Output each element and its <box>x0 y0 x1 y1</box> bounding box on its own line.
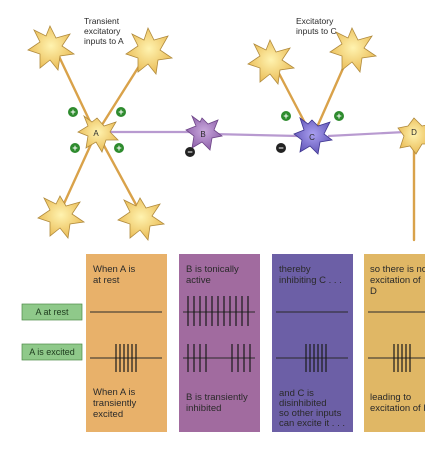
plus-sign-a-tl: + <box>68 107 78 117</box>
minus-sign-b: − <box>185 147 195 157</box>
svg-text:and C is disinhibited: and C is disinhibited so other inputs ca… <box>279 388 345 429</box>
minus-sign-c: − <box>276 143 286 153</box>
axon-c-to-d <box>327 130 406 138</box>
plus-sign-a-br: + <box>114 143 124 153</box>
svg-text:+: + <box>70 107 75 117</box>
neuron-d-label: D <box>411 128 417 137</box>
neuron-a-label: A <box>93 129 99 138</box>
synapse-signs: + + + + − + + − <box>68 107 344 157</box>
svg-text:A is excited: A is excited <box>29 347 75 357</box>
panel-col-4: so there is no excitation of D leading t… <box>364 254 425 432</box>
inhibitory-axons <box>108 130 406 138</box>
svg-text:B is transiently inhibit: B is transiently inhibited <box>186 392 250 414</box>
axon-tl-to-a <box>53 46 95 130</box>
spikes-excited-col4 <box>393 344 411 372</box>
neuron-input-c1 <box>247 39 296 85</box>
neuron-input-bl <box>37 195 86 239</box>
neuron-input-tr <box>125 26 174 75</box>
svg-text:+: + <box>72 143 77 153</box>
svg-text:leading to excitation of: leading to excitation of D <box>370 392 425 414</box>
spikes-excited-col2 <box>187 344 251 372</box>
trace-baselines <box>90 311 425 359</box>
row-label-rest: A at rest <box>21 303 83 321</box>
svg-text:+: + <box>116 143 121 153</box>
svg-text:+: + <box>336 111 341 121</box>
neuron-c: C <box>293 116 333 155</box>
spikes-excited-col1 <box>115 344 137 372</box>
neuron-a: A <box>77 114 119 153</box>
axons <box>53 46 416 242</box>
neuron-b-label: B <box>200 130 205 139</box>
neuron-c-label: C <box>309 133 315 142</box>
neuron-d: D <box>397 117 425 155</box>
axon-b-to-c <box>211 132 299 138</box>
input-neurons <box>27 25 378 241</box>
svg-text:so there is no excitatio: so there is no excitation of D <box>370 264 425 297</box>
plus-sign-c-left: + <box>281 111 291 121</box>
spikes-excited-col3 <box>305 344 327 372</box>
svg-text:−: − <box>187 147 192 157</box>
panel-col-3: thereby inhibiting C . . . and C is disi… <box>272 254 353 432</box>
neuron-input-tl <box>27 25 76 71</box>
panel-col-2: B is tonically active B is transiently i… <box>179 254 260 432</box>
excitatory-inputs-caption: Excitatory inputs to C <box>296 16 337 36</box>
plus-sign-a-bl: + <box>70 143 80 153</box>
panel-col-1: When A is at rest When A is transiently … <box>86 254 167 432</box>
neuron-input-c2 <box>329 27 378 73</box>
axon-bl-to-a <box>60 140 94 210</box>
svg-text:When A is at rest: When A is at rest <box>93 264 138 286</box>
neuron-input-br <box>117 197 166 241</box>
plus-sign-a-tr: + <box>116 107 126 117</box>
row-label-excited: A is excited <box>21 343 83 361</box>
neuron-b: B <box>185 114 223 151</box>
svg-text:+: + <box>118 107 123 117</box>
svg-text:−: − <box>278 143 283 153</box>
svg-text:When A is transiently: When A is transiently excited <box>93 387 139 420</box>
svg-text:B is tonically active: B is tonically active <box>186 264 241 286</box>
svg-text:thereby inhibiting C . .: thereby inhibiting C . . . <box>279 264 342 286</box>
transient-inputs-caption: Transient excitatory inputs to A <box>84 16 124 46</box>
plus-sign-c-right: + <box>334 111 344 121</box>
svg-text:+: + <box>283 111 288 121</box>
spikes-rest-col2 <box>187 296 249 326</box>
axon-br-to-a <box>100 140 142 214</box>
svg-text:A at rest: A at rest <box>35 307 69 317</box>
